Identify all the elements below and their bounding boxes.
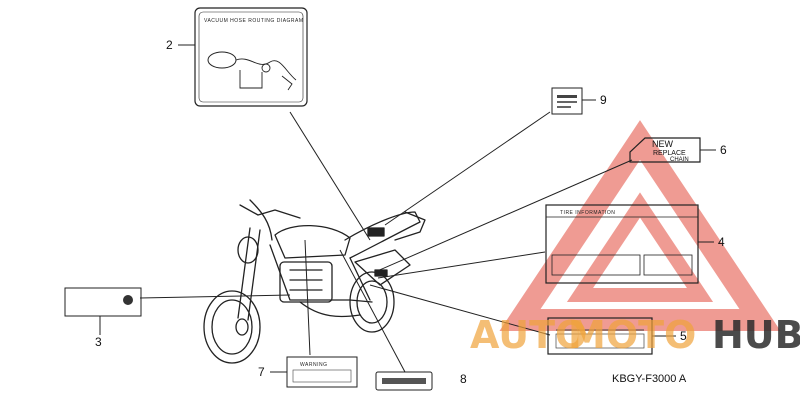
watermark-text: AUTO MOTO HUB — [470, 313, 800, 357]
callout-8: 8 — [460, 372, 467, 386]
chain-label-chain: CHAIN — [670, 157, 689, 163]
callout-4: 4 — [718, 235, 725, 249]
label-9 — [551, 87, 583, 115]
callout-5: 5 — [680, 329, 687, 343]
vacuum-diagram-title: VACUUM HOSE ROUTING DIAGRAM — [204, 18, 304, 24]
callout-7: 7 — [258, 365, 265, 379]
watermark-moto: MOTO — [568, 313, 696, 357]
label-3 — [64, 287, 142, 317]
watermark-auto: AUTO — [470, 313, 587, 357]
motorcycle-drawing — [203, 199, 426, 364]
label-replace-chain: NEW REPLACE CHAIN — [629, 137, 701, 163]
warning-title: WARNING — [300, 362, 327, 368]
callout-9: 9 — [600, 93, 607, 107]
leader-lines — [139, 111, 633, 373]
chain-label-new: NEW — [652, 139, 674, 149]
label-vacuum-hose-diagram: VACUUM HOSE ROUTING DIAGRAM — [194, 7, 308, 107]
label-warning: WARNING — [286, 356, 358, 388]
diagram-code: KBGY-F3000 A — [612, 373, 687, 385]
watermark-logo — [499, 120, 781, 331]
callout-3: 3 — [95, 335, 102, 349]
tire-info-title: TIRE INFORMATION — [560, 210, 615, 216]
callout-2: 2 — [166, 38, 173, 52]
watermark-hub: HUB — [712, 313, 800, 357]
chain-label-replace: REPLACE — [653, 150, 686, 157]
label-8 — [375, 371, 433, 391]
callout-6: 6 — [720, 143, 727, 157]
label-tire-information: TIRE INFORMATION — [545, 204, 699, 284]
